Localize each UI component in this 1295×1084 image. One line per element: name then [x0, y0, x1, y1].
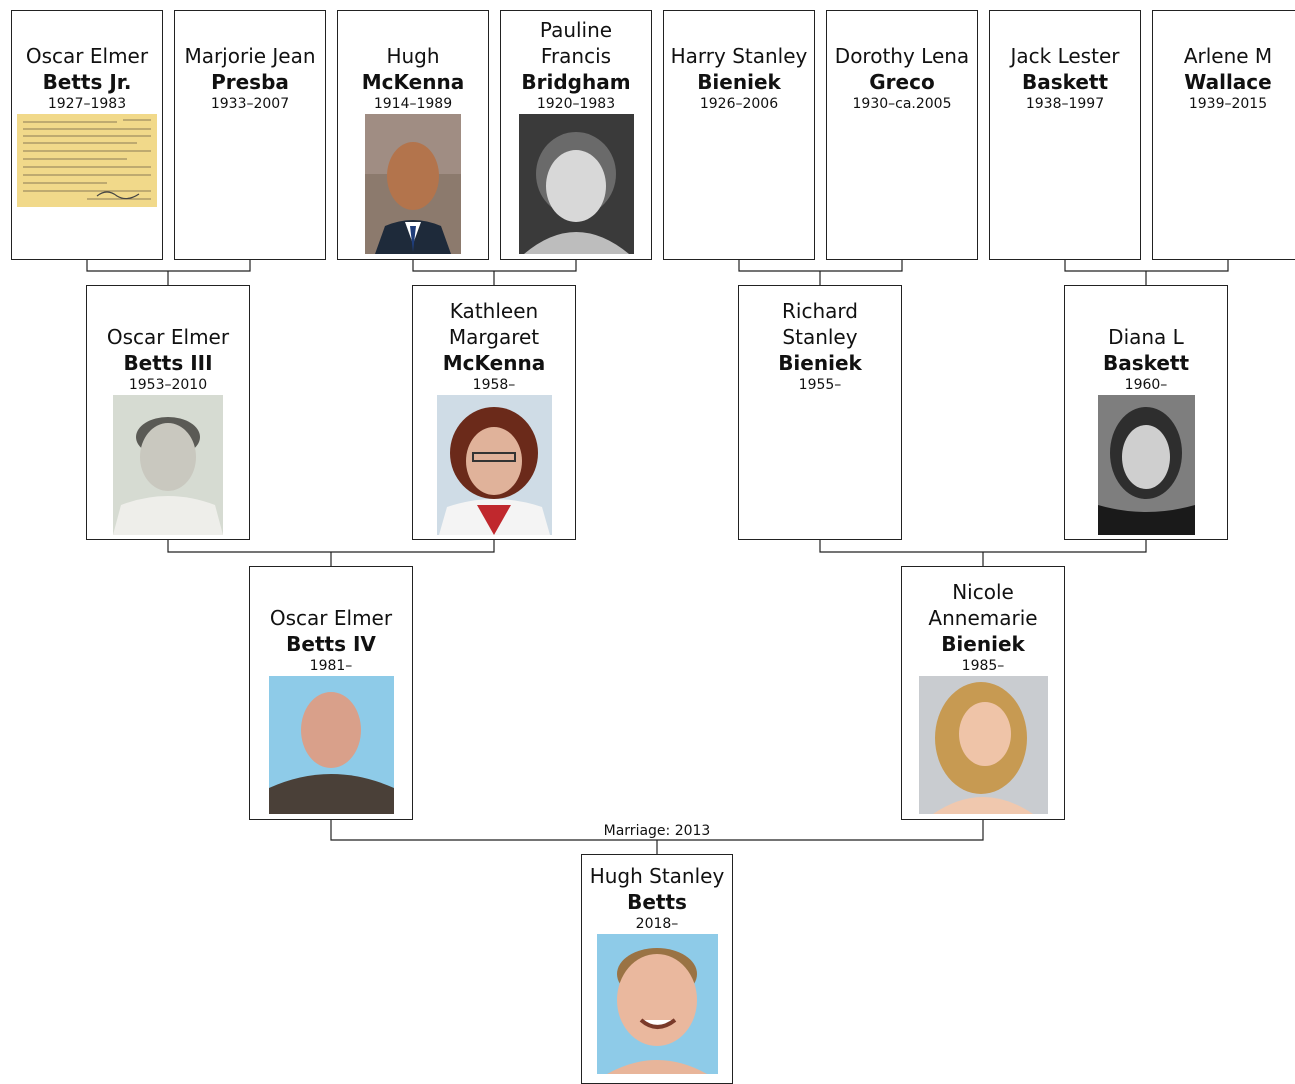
given-name: Diana L: [1108, 325, 1184, 349]
portrait-photo: [269, 676, 394, 814]
life-dates: 1958–: [472, 377, 516, 393]
portrait-photo: [365, 114, 461, 254]
person-card-oscar-iv[interactable]: Oscar Elmer Betts IV 1981–: [249, 566, 413, 820]
life-dates: 1930–ca.2005: [852, 96, 952, 112]
life-dates: 1933–2007: [210, 96, 290, 112]
marriage-label: Marriage: 2013: [603, 823, 711, 839]
life-dates: 1981–: [309, 658, 353, 674]
surname: Betts Jr.: [42, 70, 132, 94]
given-name: Marjorie Jean: [184, 44, 316, 68]
portrait-photo: [113, 395, 223, 535]
surname: McKenna: [361, 70, 465, 94]
given-name: Hugh Stanley: [589, 864, 725, 888]
life-dates: 1914–1989: [373, 96, 453, 112]
portrait-photo: [1098, 395, 1195, 535]
given-name: Richard Stanley: [782, 299, 858, 349]
surname: Wallace: [1184, 70, 1272, 94]
person-card-oscar-iii[interactable]: Oscar Elmer Betts III 1953–2010: [86, 285, 250, 540]
surname: Bieniek: [697, 70, 781, 94]
person-card-harry[interactable]: Harry Stanley Bieniek 1926–2006: [663, 10, 815, 260]
given-name: Arlene M: [1183, 44, 1273, 68]
person-card-hugh-stanley[interactable]: Hugh Stanley Betts 2018–: [581, 854, 733, 1084]
given-name: Dorothy Lena: [834, 44, 970, 68]
given-name: Oscar Elmer: [25, 44, 149, 68]
life-dates: 1926–2006: [699, 96, 779, 112]
surname: Bridgham: [521, 70, 631, 94]
life-dates: 1953–2010: [128, 377, 208, 393]
portrait-photo: [437, 395, 552, 535]
given-name: Kathleen Margaret: [448, 299, 540, 349]
portrait-photo: [597, 934, 718, 1074]
surname: Bieniek: [778, 351, 862, 375]
portrait-photo: [919, 676, 1048, 814]
life-dates: 1920–1983: [536, 96, 616, 112]
person-card-pauline[interactable]: Pauline Francis Bridgham 1920–1983: [500, 10, 652, 260]
person-card-diana[interactable]: Diana L Baskett 1960–: [1064, 285, 1228, 540]
person-card-richard[interactable]: Richard Stanley Bieniek 1955–: [738, 285, 902, 540]
given-name: Pauline Francis: [539, 18, 613, 68]
life-dates: 1960–: [1124, 377, 1168, 393]
surname: Baskett: [1021, 70, 1109, 94]
person-card-dorothy[interactable]: Dorothy Lena Greco 1930–ca.2005: [826, 10, 978, 260]
life-dates: 1939–2015: [1188, 96, 1268, 112]
surname: Betts III: [123, 351, 213, 375]
surname: McKenna: [442, 351, 546, 375]
surname: Presba: [211, 70, 289, 94]
given-name: Harry Stanley: [670, 44, 808, 68]
life-dates: 1938–1997: [1025, 96, 1105, 112]
person-card-hugh-mckenna[interactable]: Hugh McKenna 1914–1989: [337, 10, 489, 260]
given-name: Hugh: [386, 44, 440, 68]
life-dates: 2018–: [635, 916, 679, 932]
surname: Betts IV: [286, 632, 376, 656]
person-card-jack[interactable]: Jack Lester Baskett 1938–1997: [989, 10, 1141, 260]
person-card-marjorie[interactable]: Marjorie Jean Presba 1933–2007: [174, 10, 326, 260]
person-card-arlene[interactable]: Arlene M Wallace 1939–2015: [1152, 10, 1295, 260]
person-card-kathleen[interactable]: Kathleen Margaret McKenna 1958–: [412, 285, 576, 540]
person-card-oscar-jr[interactable]: Oscar Elmer Betts Jr. 1927–1983: [11, 10, 163, 260]
portrait-photo: [519, 114, 634, 254]
life-dates: 1955–: [798, 377, 842, 393]
given-name: Oscar Elmer: [106, 325, 230, 349]
given-name: Jack Lester: [1010, 44, 1120, 68]
document-photo: [17, 114, 157, 207]
given-name: Nicole Annemarie: [928, 580, 1038, 630]
surname: Betts: [627, 890, 687, 914]
surname: Baskett: [1102, 351, 1190, 375]
life-dates: 1927–1983: [47, 96, 127, 112]
given-name: Oscar Elmer: [269, 606, 393, 630]
person-card-nicole[interactable]: Nicole Annemarie Bieniek 1985–: [901, 566, 1065, 820]
life-dates: 1985–: [961, 658, 1005, 674]
surname: Bieniek: [941, 632, 1025, 656]
surname: Greco: [869, 70, 935, 94]
